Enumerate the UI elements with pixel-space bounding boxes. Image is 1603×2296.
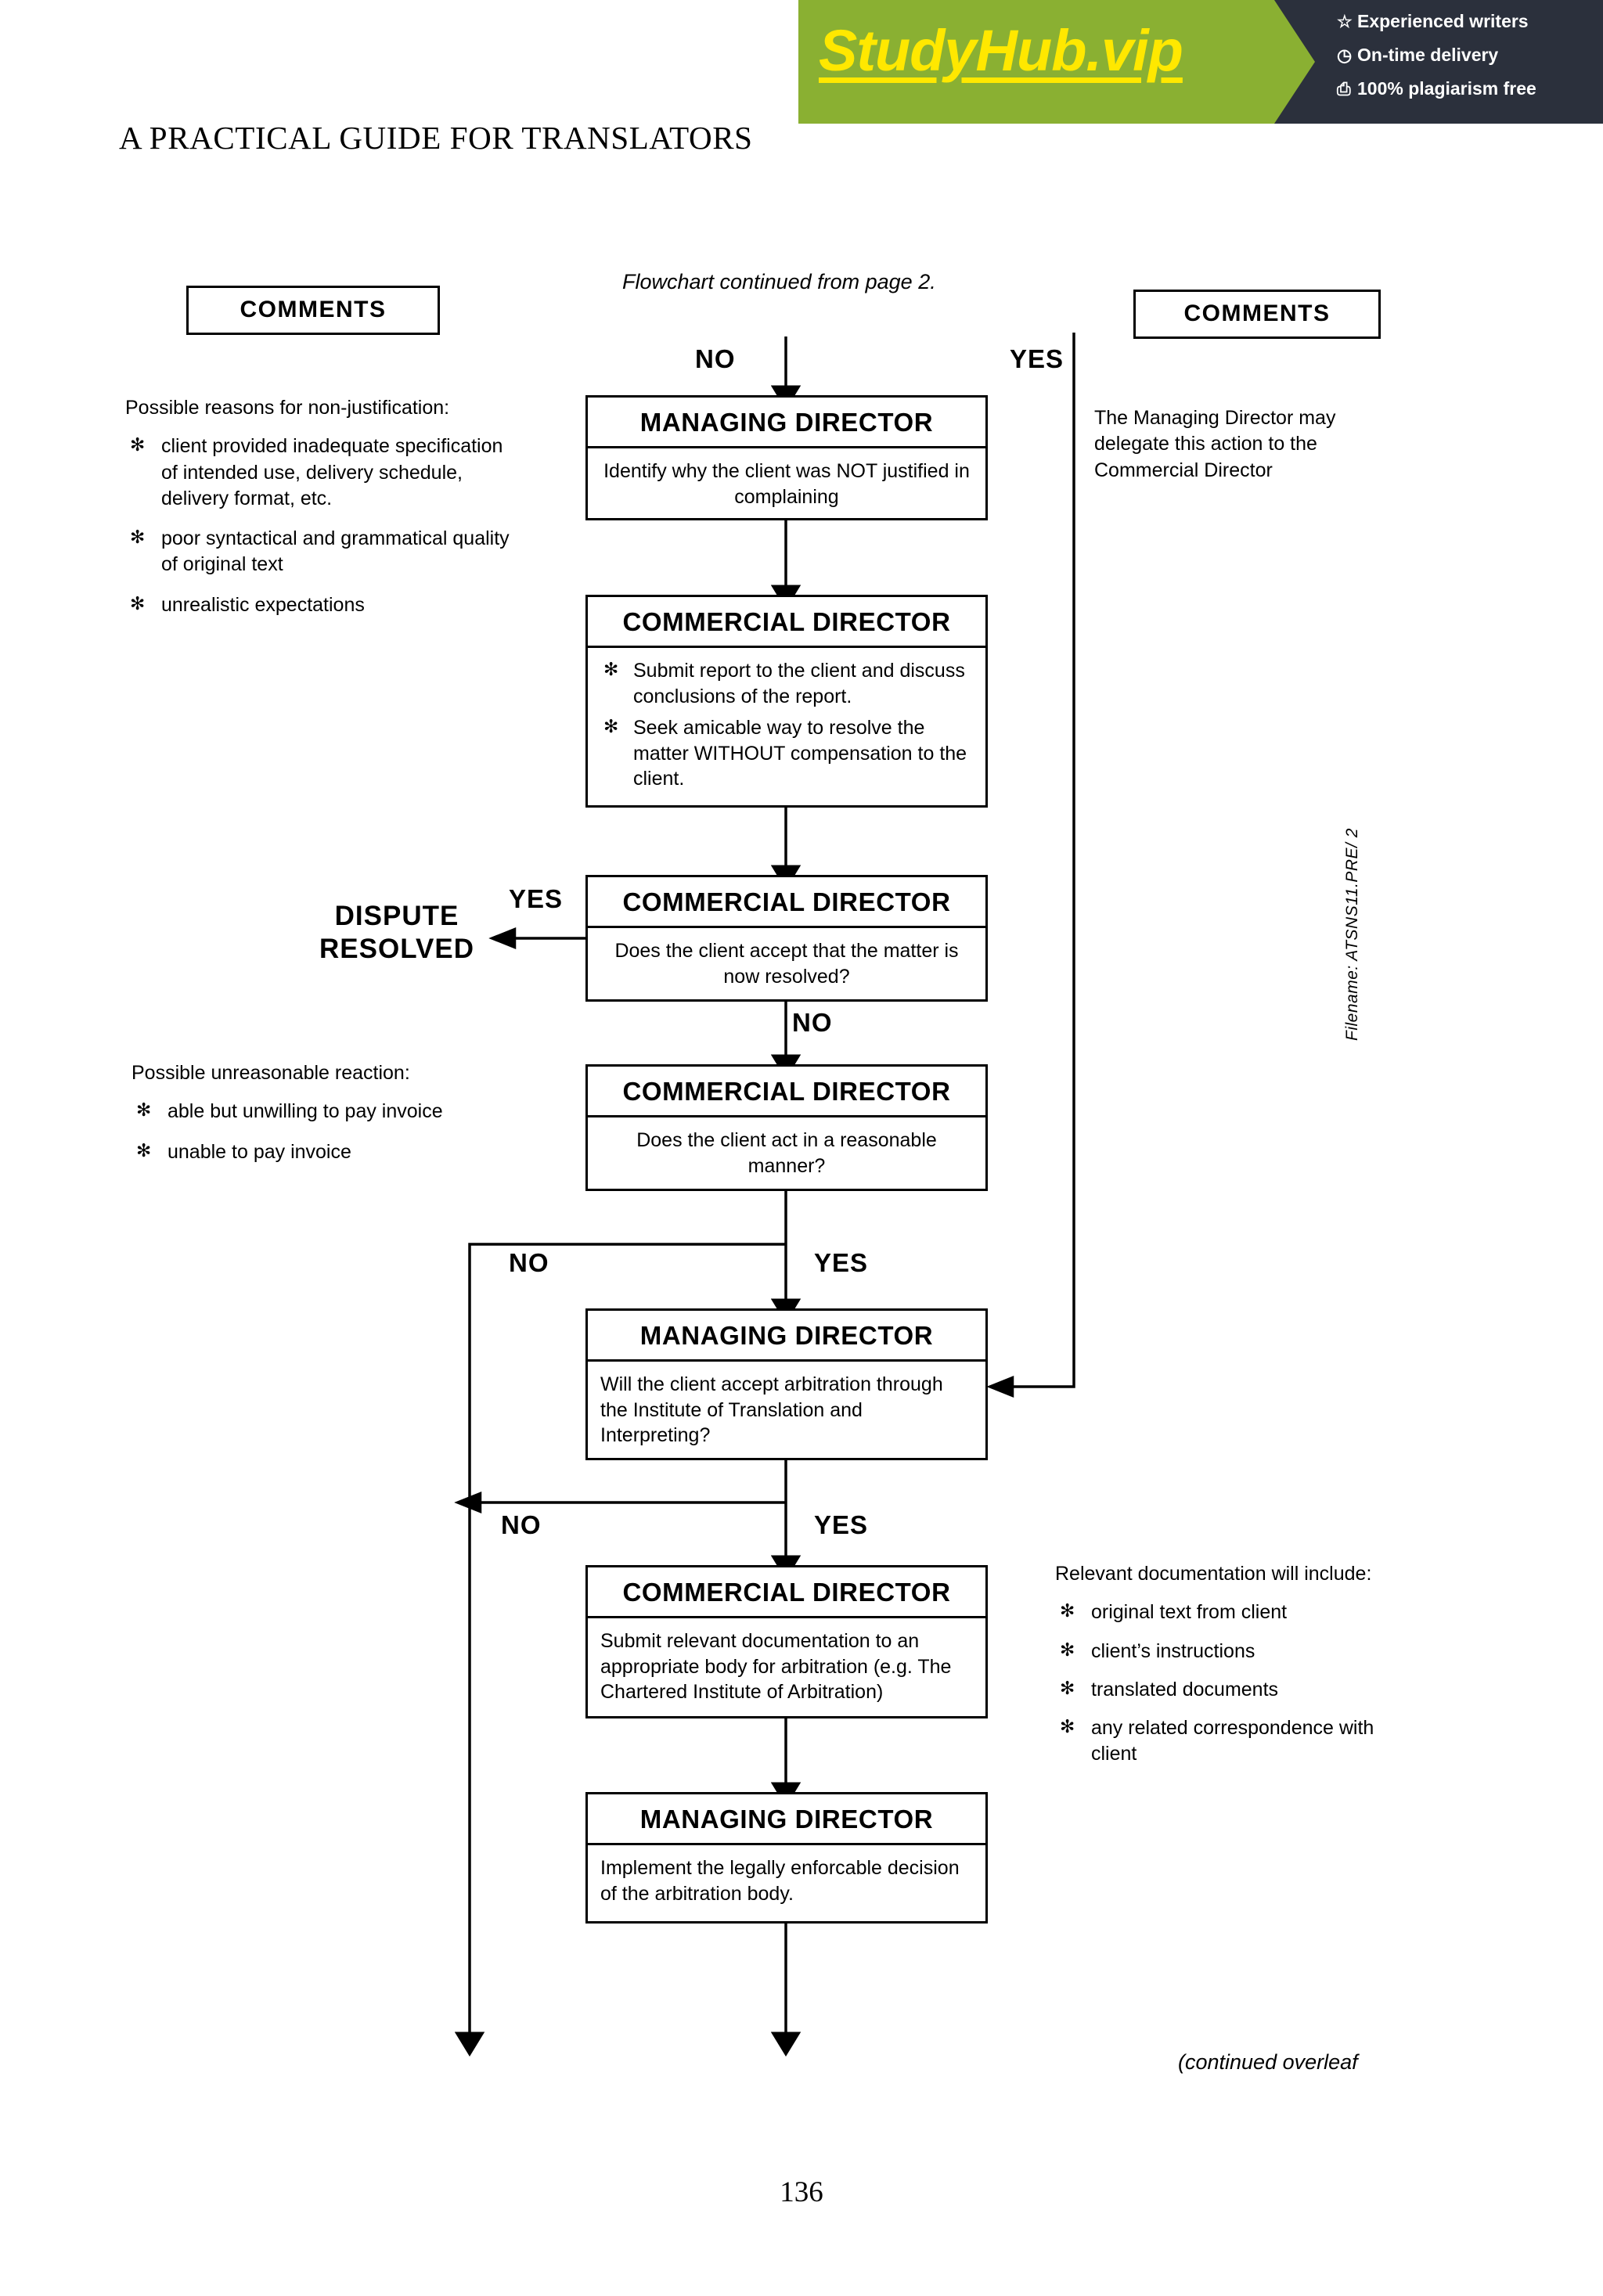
studyhub-watermark-banner: StudyHub.vip ☆ Experienced writers ◷ On-…: [798, 0, 1603, 124]
flow-box-md-arbitration: MANAGING DIRECTOR Will the client accept…: [585, 1308, 988, 1460]
flow-box-cd-resolved: COMMERCIAL DIRECTOR Does the client acce…: [585, 875, 988, 1002]
list-item-label: unable to pay invoice: [168, 1140, 351, 1163]
note-text: The Managing Director may delegate this …: [1094, 407, 1336, 481]
flow-box-body: Does the client act in a reasonable mann…: [636, 1129, 937, 1177]
watermark-feature-item: ☆ Experienced writers: [1337, 13, 1595, 31]
watermark-feature-label: 100% plagiarism free: [1357, 78, 1536, 99]
clock-icon: ◷: [1337, 45, 1353, 65]
continued-overleaf-note: (continued overleaf: [1178, 2050, 1358, 2074]
note-delegate-action: The Managing Director may delegate this …: [1094, 405, 1392, 484]
list-item: ✻ client’s instructions: [1055, 1639, 1423, 1664]
list-item: ✻ any related correspondence with client: [1055, 1715, 1423, 1768]
list-item-label: any related correspondence with client: [1091, 1717, 1374, 1765]
running-head: A PRACTICAL GUIDE FOR TRANSLATORS: [119, 120, 753, 156]
branch-label-no-reasonable: NO: [509, 1248, 549, 1277]
watermark-feature-item: ⎙ 100% plagiarism free: [1337, 80, 1595, 98]
watermark-feature-list: ☆ Experienced writers ◷ On-time delivery…: [1337, 13, 1595, 113]
note-list: ✻ original text from client ✻ client’s i…: [1055, 1600, 1423, 1767]
watermark-logo: StudyHub.vip: [819, 18, 1183, 83]
list-item-label: Submit report to the client and discuss …: [633, 660, 965, 707]
flow-box-body: Will the client accept arbitration throu…: [600, 1373, 943, 1446]
flower-bullet-icon: ✻: [1060, 1716, 1075, 1736]
watermark-feature-item: ◷ On-time delivery: [1337, 46, 1595, 64]
list-item-label: Seek amicable way to resolve the matter …: [633, 717, 967, 790]
flower-bullet-icon: ✻: [130, 592, 146, 614]
comments-header-right: COMMENTS: [1133, 290, 1381, 339]
branch-label-no-arbitration: NO: [501, 1510, 542, 1539]
flower-bullet-icon: ✻: [1060, 1600, 1075, 1621]
flow-box-cd-report: COMMERCIAL DIRECTOR ✻ Submit report to t…: [585, 595, 988, 808]
page-number: 136: [780, 2176, 823, 2208]
note-list: ✻ client provided inadequate specificati…: [125, 434, 517, 618]
list-item: ✻ client provided inadequate specificati…: [125, 434, 517, 512]
branch-label-yes-top: YES: [1010, 344, 1064, 373]
flow-box-body: ✻ Submit report to the client and discus…: [588, 648, 985, 809]
flow-box-md-implement: MANAGING DIRECTOR Implement the legally …: [585, 1792, 988, 1924]
note-non-justification: Possible reasons for non-justification: …: [125, 395, 517, 632]
flower-bullet-icon: ✻: [1060, 1639, 1075, 1660]
flow-box-cd-reasonable: COMMERCIAL DIRECTOR Does the client act …: [585, 1064, 988, 1191]
branch-label-yes-reasonable: YES: [814, 1248, 869, 1277]
list-item-label: original text from client: [1091, 1601, 1288, 1624]
flow-box-title: COMMERCIAL DIRECTOR: [588, 877, 985, 928]
flow-box-title: MANAGING DIRECTOR: [588, 1794, 985, 1845]
flow-box-title: COMMERCIAL DIRECTOR: [588, 1067, 985, 1117]
list-item: ✻ poor syntactical and grammatical quali…: [125, 526, 517, 578]
branch-label-yes-arbitration: YES: [814, 1510, 869, 1539]
note-title: Relevant documentation will include:: [1055, 1563, 1372, 1585]
flow-box-body: Implement the legally enforcable decisio…: [600, 1857, 960, 1905]
flow-box-title: COMMERCIAL DIRECTOR: [588, 1567, 985, 1618]
terminal-dispute-resolved: DISPUTE RESOLVED: [319, 901, 474, 964]
flow-box-title: MANAGING DIRECTOR: [588, 1311, 985, 1362]
list-item: ✻ able but unwilling to pay invoice: [131, 1099, 499, 1125]
star-icon: ☆: [1337, 11, 1353, 31]
flower-bullet-icon: ✻: [130, 527, 146, 547]
flow-box-md-identify: MANAGING DIRECTOR Identify why the clien…: [585, 395, 988, 520]
filename-marginalia: Filename: ATSNS11.PRE/ 2: [1343, 828, 1361, 1041]
watermark-feature-label: On-time delivery: [1357, 45, 1499, 65]
watermark-feature-label: Experienced writers: [1357, 11, 1529, 31]
flow-box-list: ✻ Submit report to the client and discus…: [600, 658, 973, 792]
branch-label-no-resolved: NO: [792, 1008, 833, 1037]
branch-label-no-top: NO: [695, 344, 736, 373]
list-item: ✻ original text from client: [1055, 1600, 1423, 1625]
flower-bullet-icon: ✻: [136, 1099, 152, 1121]
note-relevant-documentation: Relevant documentation will include: ✻ o…: [1055, 1561, 1423, 1780]
list-item-label: client provided inadequate specification…: [161, 435, 503, 509]
list-item-label: unrealistic expectations: [161, 593, 365, 616]
flower-bullet-icon: ✻: [603, 659, 619, 679]
branch-label-yes-resolved: YES: [509, 884, 564, 913]
note-title: Possible unreasonable reaction:: [131, 1062, 410, 1084]
document-icon: ⎙: [1337, 78, 1351, 99]
flow-box-title: COMMERCIAL DIRECTOR: [588, 597, 985, 648]
flow-box-cd-submit: COMMERCIAL DIRECTOR Submit relevant docu…: [585, 1565, 988, 1718]
note-unreasonable-reaction: Possible unreasonable reaction: ✻ able b…: [131, 1060, 499, 1179]
flow-box-body: Submit relevant documentation to an appr…: [600, 1630, 952, 1703]
note-title: Possible reasons for non-justification:: [125, 397, 450, 419]
flow-box-title: MANAGING DIRECTOR: [588, 398, 985, 448]
flower-bullet-icon: ✻: [603, 716, 619, 736]
list-item: ✻ unable to pay invoice: [131, 1139, 499, 1165]
flow-box-body: Identify why the client was NOT justifie…: [603, 460, 970, 508]
flower-bullet-icon: ✻: [136, 1139, 152, 1161]
flower-bullet-icon: ✻: [130, 434, 146, 455]
watermark-green-panel: [798, 0, 1315, 124]
list-item: ✻ translated documents: [1055, 1677, 1423, 1703]
list-item-label: able but unwilling to pay invoice: [168, 1100, 443, 1123]
comments-header-left: COMMENTS: [186, 286, 440, 335]
flow-box-body: Does the client accept that the matter i…: [614, 940, 959, 988]
list-item-label: poor syntactical and grammatical quality…: [161, 527, 510, 576]
list-item: ✻ Seek amicable way to resolve the matte…: [600, 715, 973, 792]
list-item-label: client’s instructions: [1091, 1639, 1255, 1662]
list-item-label: translated documents: [1091, 1678, 1279, 1700]
note-list: ✻ able but unwilling to pay invoice ✻ un…: [131, 1099, 499, 1165]
list-item: ✻ unrealistic expectations: [125, 592, 517, 618]
flower-bullet-icon: ✻: [1060, 1677, 1075, 1698]
list-item: ✻ Submit report to the client and discus…: [600, 658, 973, 709]
flowchart-caption: Flowchart continued from page 2.: [622, 270, 936, 293]
